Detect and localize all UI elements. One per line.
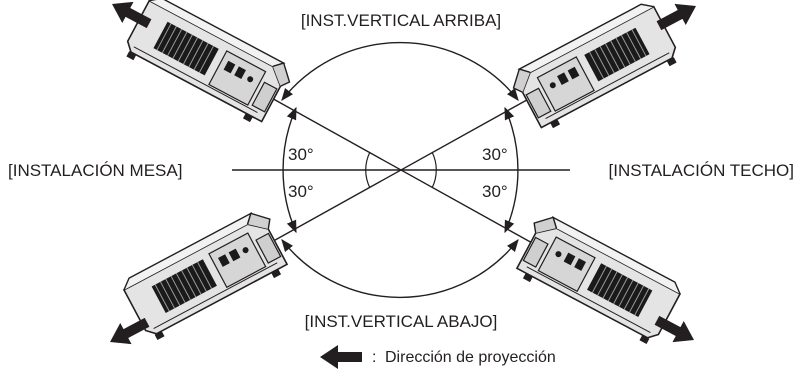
projector-top-right (506, 0, 683, 137)
label-bottom: [INST.VERTICAL ABAJO] (305, 312, 498, 331)
label-left: [INSTALACIÓN MESA] (8, 161, 182, 180)
arc-top (281, 41, 519, 101)
arc-bottom (281, 239, 519, 299)
projector-bottom-right (508, 209, 685, 348)
label-right: [INSTALACIÓN TECHO] (609, 161, 794, 180)
legend-text: Dirección de proyección (385, 349, 556, 366)
label-top: [INST.VERTICAL ARRIBA] (301, 11, 501, 30)
diagonal-line-b (267, 95, 535, 245)
angle-upper-right: 30° (482, 145, 508, 164)
angle-upper-left: 30° (288, 145, 314, 164)
angle-lower-right: 30° (482, 182, 508, 201)
legend-arrow-icon (320, 345, 362, 369)
angle-lower-left: 30° (288, 182, 314, 201)
legend-separator: : (372, 349, 376, 366)
